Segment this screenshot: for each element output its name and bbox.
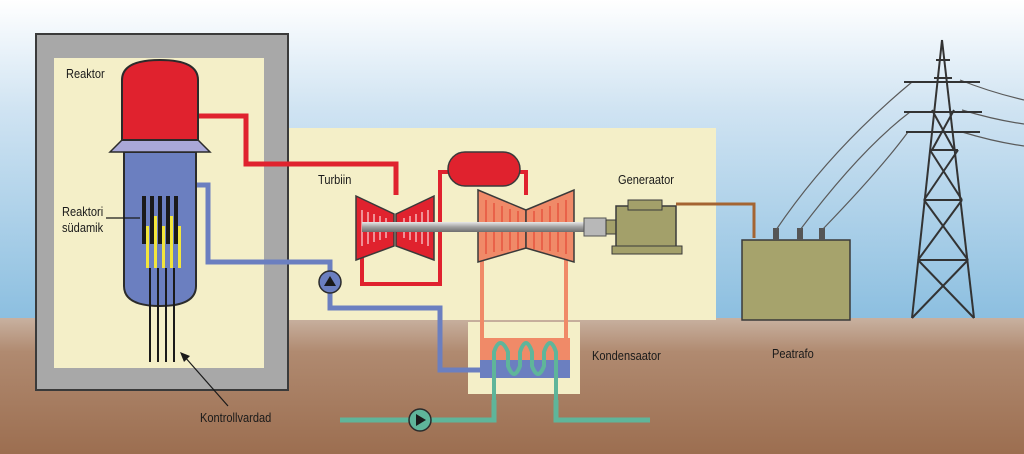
control-rod-leader-line xyxy=(183,355,229,407)
shaft-coupling xyxy=(583,217,607,237)
label-transformer: Peatrafo xyxy=(772,346,814,361)
reactor-core xyxy=(142,196,181,268)
power-pylon xyxy=(904,39,982,319)
label-reactor-core-line2: südamik xyxy=(62,220,104,235)
main-steam-pipe xyxy=(188,113,399,195)
hp-turbine xyxy=(355,194,435,262)
turbine-shaft xyxy=(362,222,598,232)
generator xyxy=(605,199,683,255)
moisture-separator-reheater xyxy=(447,151,521,187)
hp-exhaust-pipe xyxy=(360,170,450,286)
control-rod-leader-arrow xyxy=(180,352,190,362)
label-generator: Generaator xyxy=(618,172,674,187)
cooling-water-outlet xyxy=(553,400,650,423)
control-rods xyxy=(149,268,175,362)
label-control-rods: Kontrollvardad xyxy=(200,410,272,425)
cooling-water-inlet xyxy=(340,400,497,423)
label-condenser: Kondensaator xyxy=(592,348,661,363)
label-turbine: Turbiin xyxy=(318,172,352,187)
reheater-outlet-pipe xyxy=(518,170,528,195)
feedwater-pump xyxy=(318,270,342,294)
cooling-coil xyxy=(492,341,558,400)
label-reactor: Reaktor xyxy=(66,66,105,81)
generator-output-line xyxy=(676,202,756,238)
reactor-vessel xyxy=(108,58,212,308)
label-reactor-core-line1: Reaktori xyxy=(62,204,104,219)
condenser xyxy=(480,338,570,400)
cooling-water-pump xyxy=(408,408,432,432)
main-transformer xyxy=(741,228,851,321)
